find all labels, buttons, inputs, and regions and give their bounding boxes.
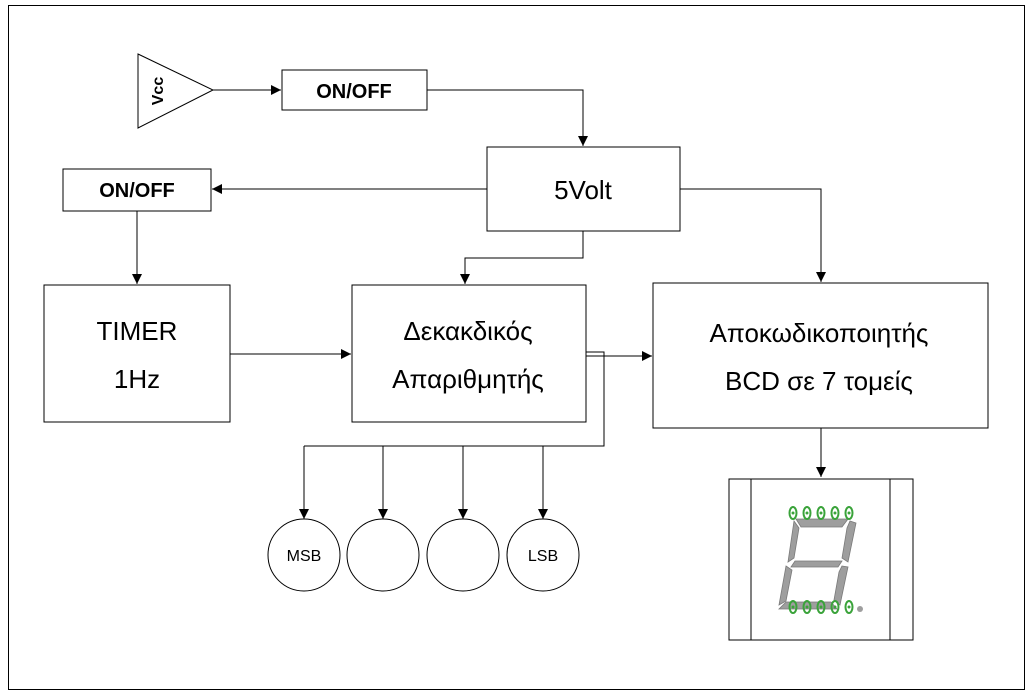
led-lsb-label: LSB (528, 548, 558, 565)
vcc-triangle-icon (137, 53, 215, 129)
timer-switch-block: ON/OFF (62, 168, 212, 212)
regulator-block: 5Volt (486, 146, 681, 232)
decoder-label-line2: BCD σε 7 τομείς (725, 366, 913, 396)
timer-switch-label: ON/OFF (99, 180, 175, 202)
vcc-source: Vcc (137, 53, 215, 129)
seven-segment-display-icon (728, 478, 914, 641)
led-2 (346, 518, 420, 592)
connections (132, 85, 826, 519)
segment-a (795, 518, 849, 528)
decoder-label-line1: Αποκωδικοποιητής (710, 318, 929, 348)
decimal-point (857, 606, 863, 612)
led-msb-label: MSB (287, 548, 322, 565)
wire-regulator-to-counter (460, 231, 584, 284)
led-3 (426, 518, 500, 592)
segment-b (841, 520, 857, 563)
counter-label-line1: Δεκακδικός (403, 316, 532, 346)
timer-block: TIMER 1Hz (43, 284, 231, 423)
decoder-block: Αποκωδικοποιητής BCD σε 7 τομείς (652, 282, 989, 429)
main-switch-label: ON/OFF (316, 81, 392, 103)
wire-regulator-to-decoder (680, 188, 826, 282)
counter-block: Δεκακδικός Απαριθμητής (351, 284, 587, 423)
segment-e (778, 565, 793, 606)
counter-label-line2: Απαριθμητής (392, 364, 544, 394)
segment-f (787, 519, 800, 563)
regulator-label: 5Volt (554, 175, 613, 205)
wire-counter-outputs-bus (304, 351, 605, 447)
led-msb: MSB (267, 518, 341, 592)
timer-label-line2: 1Hz (114, 364, 160, 394)
timer-label-line1: TIMER (97, 316, 178, 346)
segment-g (790, 560, 843, 568)
led-lsb: LSB (506, 518, 580, 592)
wire-switch-to-regulator (427, 89, 588, 146)
main-switch-block: ON/OFF (281, 69, 428, 111)
vcc-label: Vcc (150, 77, 167, 106)
